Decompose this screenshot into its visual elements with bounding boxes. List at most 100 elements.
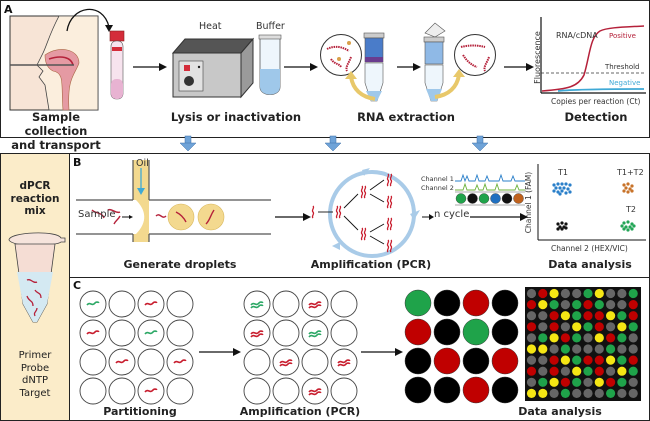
- heatmap-partition: [583, 344, 593, 354]
- heatmap-partition: [538, 311, 548, 321]
- channel-2-label: Channel 2: [421, 184, 454, 192]
- heatmap-partition: [572, 377, 582, 387]
- partition-well: [272, 290, 300, 318]
- heatmap-partition: [606, 355, 616, 365]
- target-strand: [173, 359, 187, 364]
- heatmap-partition: [628, 322, 638, 332]
- heatmap-partition: [526, 344, 537, 354]
- scatter-point: [632, 224, 636, 228]
- heatmap-partition: [572, 311, 582, 321]
- partition-well: [243, 348, 271, 376]
- heat-label: Heat: [199, 21, 222, 32]
- heatmap-partition: [594, 288, 604, 299]
- heatmap-partition: [538, 355, 548, 365]
- heatmap-partition: [549, 355, 559, 365]
- target-strand: [86, 330, 100, 335]
- cluster-label-t2: T2: [626, 205, 636, 214]
- target-strand: [308, 301, 322, 306]
- heatmap-partition: [628, 344, 638, 354]
- heatmap-partition: [538, 377, 548, 387]
- heatmap-partition: [538, 300, 548, 310]
- buffer-label: Buffer: [256, 21, 285, 32]
- heatmap-partition: [606, 377, 616, 387]
- heatmap-partition: [617, 366, 627, 376]
- target-strand: [279, 359, 293, 364]
- heatmap-partition: [549, 388, 559, 398]
- down-flow-arrow-icon: [471, 135, 489, 152]
- scatter-point: [552, 183, 556, 187]
- scatter-point: [560, 227, 564, 231]
- scatter-point: [560, 182, 564, 186]
- heatmap-partition: [617, 333, 627, 343]
- scatter-point: [630, 222, 634, 226]
- heatmap-partition: [549, 300, 559, 310]
- heatmap-partition: [606, 366, 616, 376]
- partition-well: [330, 319, 358, 347]
- partition-well: [79, 377, 107, 405]
- step-caption-sample-collection: Sample collection and transport: [11, 110, 101, 152]
- partition-well: [301, 348, 329, 376]
- heatmap-partition: [572, 344, 582, 354]
- panel-c: C Partitioning Amplification (PCR) Data …: [69, 277, 650, 421]
- scatter-point: [558, 225, 562, 229]
- step-caption-data-analysis-b: Data analysis: [548, 258, 632, 271]
- channel-1-trace: [455, 173, 525, 183]
- heatmap-partition: [560, 344, 570, 354]
- step-caption-detection: Detection: [564, 110, 628, 124]
- heatmap-partition: [538, 388, 548, 398]
- channel-traces: [455, 173, 525, 206]
- result-partition: [404, 376, 432, 404]
- heatmap-partition: [560, 388, 570, 398]
- scatter-point: [620, 224, 624, 228]
- heatmap-partition: [583, 377, 593, 387]
- heatmap-partition: [572, 366, 582, 376]
- heatmap-partition: [583, 355, 593, 365]
- channel-droplet: [513, 193, 524, 204]
- heatmap-partition: [583, 366, 593, 376]
- heatmap-partition: [583, 300, 593, 310]
- scatter-point: [564, 226, 568, 230]
- channel-droplet: [501, 193, 513, 204]
- heatmap-partition: [526, 333, 537, 343]
- heatmap-partition: [538, 333, 548, 343]
- heatmap-partition: [583, 322, 593, 332]
- result-partition: [462, 376, 490, 404]
- target-strand: [144, 301, 158, 306]
- chart-ylabel: Fluorescence: [532, 31, 542, 84]
- heatmap-partition: [628, 311, 638, 321]
- partition-well: [108, 290, 136, 318]
- scatter-point: [622, 227, 626, 231]
- channel-1-label: Channel 1: [421, 175, 454, 183]
- scatter-point: [564, 222, 568, 226]
- partition-result-grid: [404, 289, 524, 409]
- purified-rna-magnifier-icon: [454, 34, 496, 76]
- scatter-point: [628, 187, 632, 191]
- heatmap-partition: [628, 388, 638, 398]
- down-flow-arrow-icon: [179, 135, 197, 152]
- target-strand: [308, 333, 322, 338]
- target-strand: [86, 301, 100, 306]
- flow-arrow-icon: [199, 348, 241, 356]
- step-caption-data-analysis-c: Data analysis: [518, 405, 602, 418]
- yellow-callout-arrow: [345, 71, 376, 101]
- flow-arrow-icon: [470, 213, 528, 221]
- result-partition: [433, 347, 461, 375]
- buffer-tube-icon: [258, 34, 282, 95]
- flow-arrow-icon: [504, 63, 534, 71]
- target-strand: [144, 388, 158, 393]
- heatmap-partition: [628, 366, 638, 376]
- scatter-point: [564, 182, 568, 186]
- scatter-point: [564, 191, 568, 195]
- pcr-tube-icon: [8, 232, 66, 323]
- heatmap-partition: [526, 377, 537, 387]
- step-caption-amplification-c: Amplification (PCR): [239, 405, 361, 418]
- target-strand: [250, 304, 264, 309]
- result-partition: [433, 318, 461, 346]
- heatmap-partition: [526, 300, 537, 310]
- flow-arrow-icon: [133, 63, 167, 71]
- scatter-point: [622, 221, 626, 225]
- heatmap-partition: [617, 300, 627, 310]
- sample-label: Sample: [78, 209, 116, 220]
- scatter-point: [560, 189, 564, 193]
- heatmap-partition: [526, 311, 537, 321]
